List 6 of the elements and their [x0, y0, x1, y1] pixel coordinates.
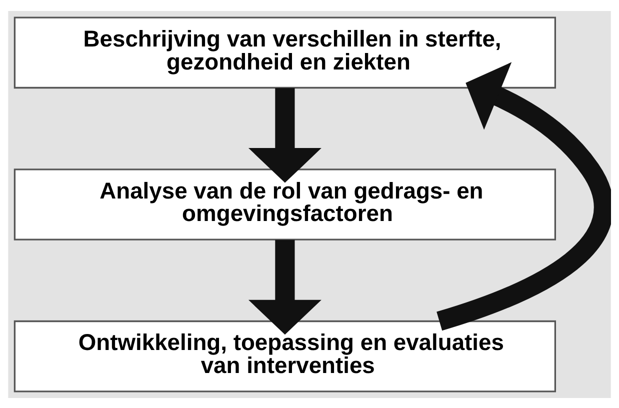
arrow [436, 62, 611, 330]
node-box: Beschrijving van verschillen in sterfte, gezondheid en ziekten [14, 16, 556, 88]
arrow [248, 88, 322, 182]
node-box: Ontwikkeling, toepassing en evaluaties van interventies [14, 320, 556, 392]
arrow [248, 239, 322, 334]
node-box: Analyse van de rol van gedrags- en omgevingsfactoren [14, 168, 556, 240]
